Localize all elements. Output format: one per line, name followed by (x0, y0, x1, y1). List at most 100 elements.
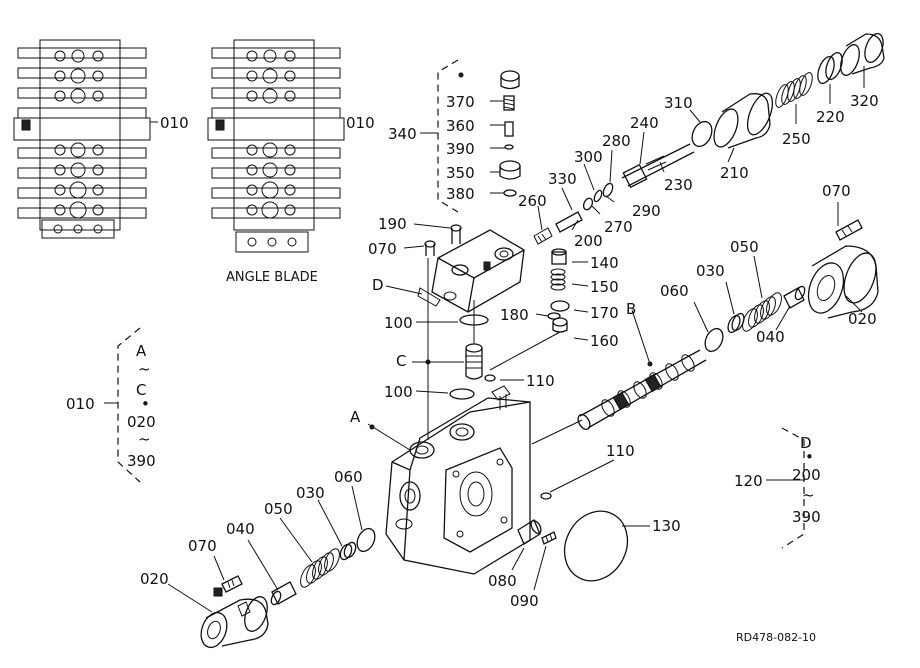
callout-060-left: 060 (334, 468, 363, 486)
callout-250: 250 (782, 130, 811, 148)
callout-200: 200 (574, 232, 603, 250)
callout-130: 130 (652, 517, 681, 535)
callout-220: 220 (816, 108, 845, 126)
callout-140: 140 (590, 254, 619, 272)
bracket-120-line-1: D (800, 434, 812, 452)
callout-190: 190 (378, 215, 407, 233)
callout-300: 300 (574, 148, 603, 166)
valve-body-a (385, 385, 531, 575)
screw-090 (541, 531, 557, 545)
callout-100-top: 100 (384, 314, 413, 332)
callout-070-right: 070 (822, 182, 851, 200)
callout-b: B (626, 300, 636, 318)
callout-a: A (350, 408, 361, 426)
callout-150: 150 (590, 278, 619, 296)
oring-060-right (704, 327, 724, 353)
bolt-070-top (424, 240, 436, 256)
callout-170: 170 (590, 304, 619, 322)
callout-090: 090 (510, 592, 539, 610)
bracket-010-line-4: • (141, 395, 150, 413)
plug-080 (517, 519, 542, 545)
oring-100-mid (449, 388, 475, 400)
callout-080: 080 (488, 572, 517, 590)
callout-050-right: 050 (730, 238, 759, 256)
bolt-070-bottom (213, 575, 243, 597)
callout-260: 260 (518, 192, 547, 210)
callout-040-right: 040 (756, 328, 785, 346)
callout-040-left: 040 (226, 520, 255, 538)
bracket-010-line-6: ~ (138, 430, 151, 448)
cap-020-right (807, 245, 879, 319)
callout-070-bottom: 070 (188, 537, 217, 555)
callout-390: 390 (446, 140, 475, 158)
bolt-070-right (835, 219, 863, 241)
bracket-120-line-3: 200 (792, 466, 821, 484)
check-spring-stack (547, 248, 570, 333)
callout-010-top-right: 010 (346, 114, 375, 132)
callout-340: 340 (388, 125, 417, 143)
bracket-010-line-2: ~ (138, 360, 151, 378)
seat-040-right (783, 285, 806, 309)
callout-160: 160 (590, 332, 619, 350)
callout-030-left: 030 (296, 484, 325, 502)
callout-020-right: 020 (848, 310, 877, 328)
callout-110-top: 110 (526, 372, 555, 390)
ring-110-top (484, 374, 496, 382)
drawing-code: RD478-082-10 (736, 631, 816, 644)
main-spool-b (577, 349, 707, 431)
seat-040-left (270, 581, 297, 606)
bracket-010-line-7: 390 (127, 452, 156, 470)
callout-380: 380 (446, 185, 475, 203)
spring-050-right (742, 292, 782, 332)
callout-210: 210 (720, 164, 749, 182)
upper-spool-assembly (533, 32, 885, 245)
bracket-120-group: 120 D • 200 ~ 390 (734, 427, 821, 549)
bracket-010-line-3: C (136, 381, 146, 399)
callout-d: D (372, 276, 384, 294)
callout-270: 270 (604, 218, 633, 236)
relief-parts-stack (499, 70, 521, 197)
callout-310: 310 (664, 94, 693, 112)
callout-010-top-left: 010 (160, 114, 189, 132)
callout-100-mid: 100 (384, 383, 413, 401)
callout-230: 230 (664, 176, 693, 194)
pilot-plug-c (465, 343, 483, 380)
cover-block-d (417, 229, 525, 313)
oring-060-left (356, 527, 376, 553)
bracket-010-group: 010 A ~ C • 020 ~ 390 (66, 327, 156, 483)
bolt-190 (450, 224, 462, 244)
valve-stack-standard (13, 39, 151, 239)
ring-110-bottom (540, 492, 552, 500)
callout-280: 280 (602, 132, 631, 150)
callout-120: 120 (734, 472, 763, 490)
callout-070-top: 070 (368, 240, 397, 258)
bracket-120-line-2: • (805, 448, 814, 466)
callout-050-left: 050 (264, 500, 293, 518)
oring-130 (563, 510, 629, 582)
angle-blade-caption: ANGLE BLADE (226, 270, 318, 285)
callout-c: C (396, 352, 406, 370)
bracket-120-line-4: ~ (802, 486, 815, 504)
callout-320: 320 (850, 92, 879, 110)
callout-240: 240 (630, 114, 659, 132)
callout-350: 350 (446, 164, 475, 182)
bracket-010-line-1: A (136, 342, 147, 360)
callout-180: 180 (500, 306, 529, 324)
callout-030-right: 030 (696, 262, 725, 280)
cap-020-left (200, 596, 269, 649)
callout-360: 360 (446, 117, 475, 135)
spring-050-left (300, 548, 340, 588)
callout-370: 370 (446, 93, 475, 111)
callout-020-left: 020 (140, 570, 169, 588)
callout-290: 290 (632, 202, 661, 220)
bracket-340-group: 340 (388, 59, 464, 213)
callout-010-left: 010 (66, 395, 95, 413)
callout-060-right: 060 (660, 282, 689, 300)
bracket-010-line-5: 020 (127, 413, 156, 431)
bracket-120-line-5: 390 (792, 508, 821, 526)
callout-330: 330 (548, 170, 577, 188)
washer-030-left (339, 541, 357, 561)
callout-110-bottom: 110 (606, 442, 635, 460)
valve-stack-angle-blade (207, 39, 345, 253)
